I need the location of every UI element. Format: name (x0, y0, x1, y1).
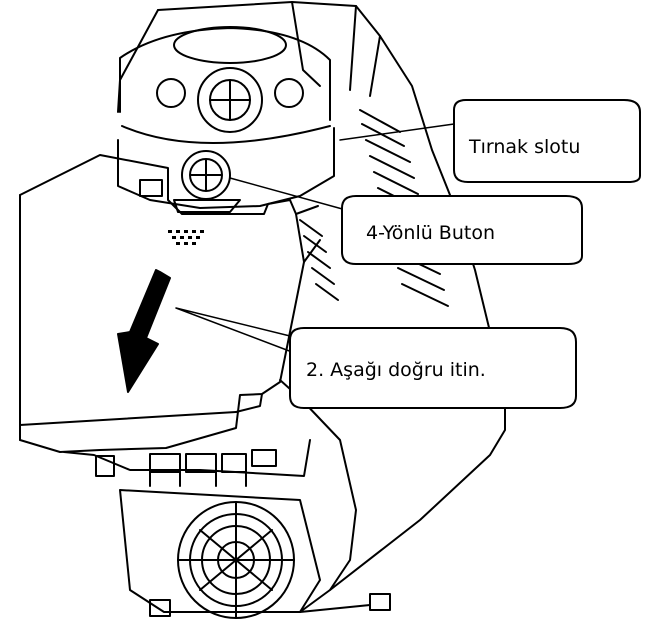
callout-push-down: 2. Aşağı doğru itin. (306, 359, 486, 381)
pointer-four-way (229, 177, 347, 211)
keypad-module (117, 26, 335, 209)
button-right-icon (274, 78, 304, 108)
fan-housing (119, 489, 391, 619)
knob-icon (197, 67, 263, 133)
pointer-tab-slot (339, 123, 455, 141)
front-cover (19, 154, 321, 453)
callout-box-tab-slot (453, 99, 641, 183)
indicator-dots (168, 230, 204, 245)
callout-box-four-way (341, 195, 583, 265)
four-way-button-graphic (173, 150, 241, 213)
button-left-icon (156, 78, 186, 108)
pointer-push-down (175, 307, 293, 353)
push-down-arrow-icon (117, 269, 171, 393)
callout-box-push-down (289, 327, 577, 409)
housing-body (117, 1, 506, 613)
pointer-lines (175, 123, 455, 353)
callout-four-way-button: 4-Yönlü Buton (366, 222, 495, 244)
callout-tab-slot: Tırnak slotu (468, 136, 580, 158)
terminal-block (63, 439, 311, 487)
